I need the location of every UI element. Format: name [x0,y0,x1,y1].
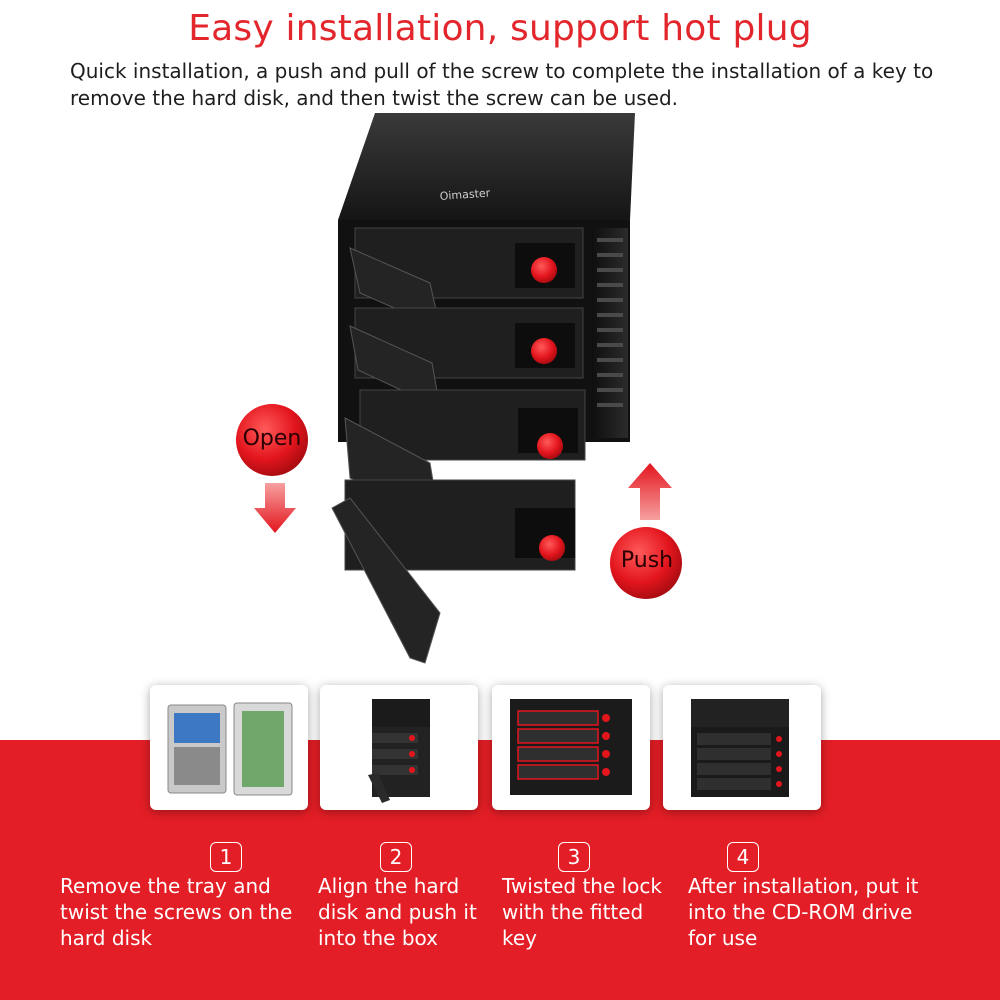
open-arrow-down-icon [254,483,296,533]
step-2-number: 2 [380,842,412,872]
open-label: Open [242,426,302,451]
open-badge [236,404,308,476]
step-3-image [492,685,650,810]
step-3-number: 3 [558,842,590,872]
drive-tray-2 [349,307,584,409]
page-title: Easy installation, support hot plug [188,8,812,49]
product-hero-image: Oimaster [0,108,1000,688]
step-1-number: 1 [210,842,242,872]
step-2-image [320,685,478,810]
enclosure-top [338,113,635,220]
drive-tray-4 [331,479,576,664]
step-1-image [150,685,308,810]
push-label: Push [620,548,674,573]
step-4-number: 4 [727,842,759,872]
step-2-text: Align the hard disk and push it into the… [318,874,477,950]
page-subtitle: Quick installation, a push and pull of t… [70,59,934,110]
step-3-text: Twisted the lock with the fitted key [502,874,662,950]
step-4-image [663,685,821,810]
brand-label: Oimaster [439,186,491,203]
push-badge [610,527,682,599]
push-arrow-up-icon [628,463,672,520]
step-1-text: Remove the tray and twist the screws on … [60,874,293,950]
step-4-text: After installation, put it into the CD-R… [688,874,919,950]
